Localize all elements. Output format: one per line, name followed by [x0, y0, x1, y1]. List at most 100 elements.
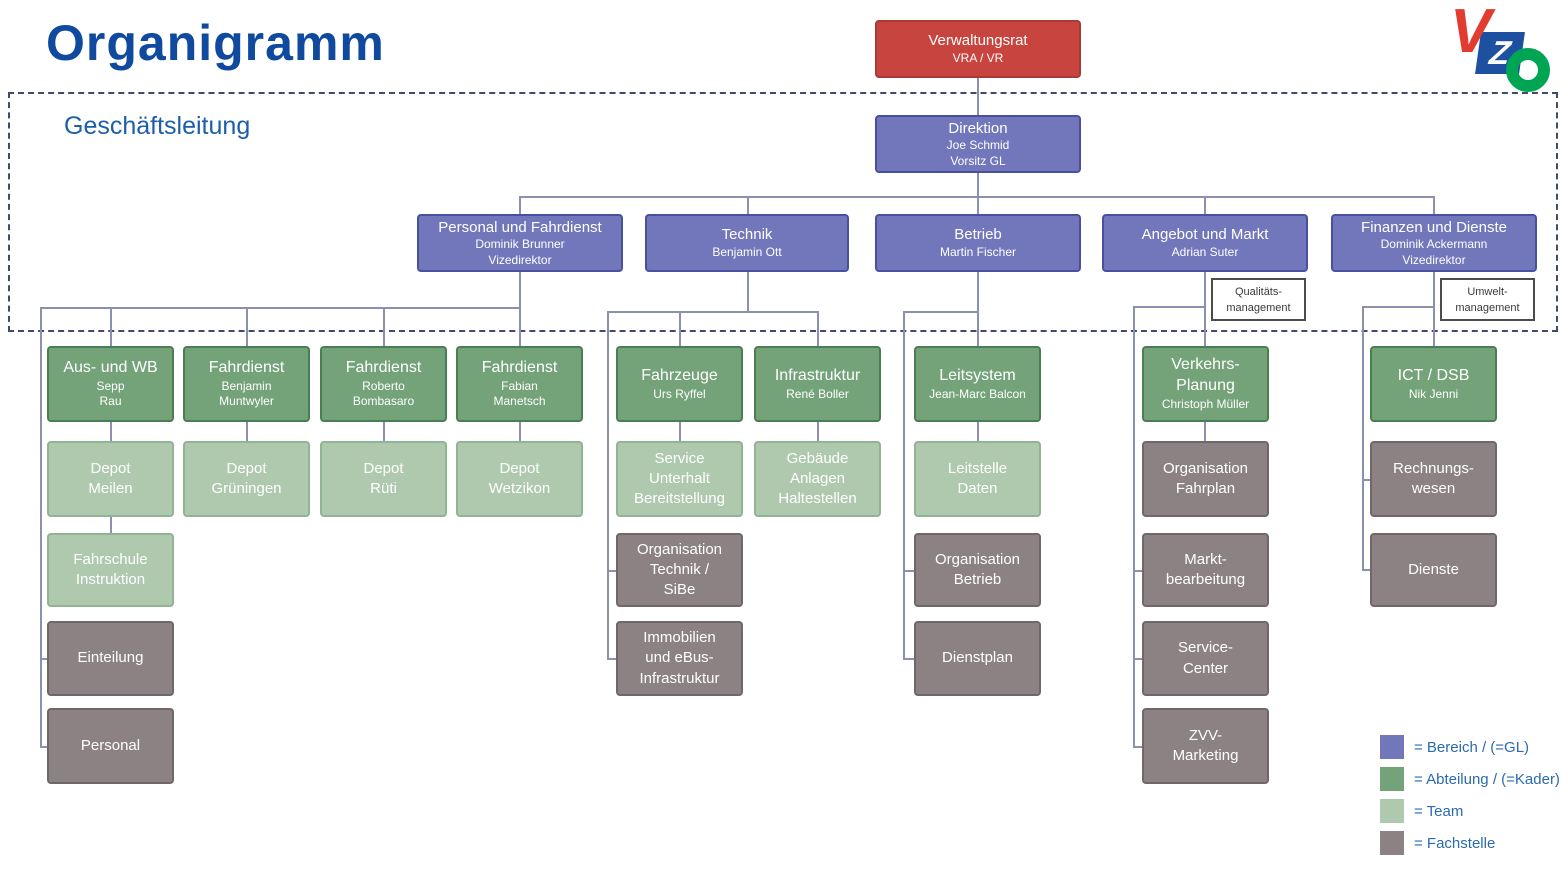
connector — [977, 196, 979, 214]
org-box-fahrschule-instruktion: Fahrschule Instruktion — [47, 533, 174, 607]
connector — [1133, 306, 1205, 308]
geschaeftsleitung-label: Geschäftsleitung — [64, 112, 251, 140]
org-box-zvv-marketing: ZVV- Marketing — [1142, 708, 1269, 784]
org-box-depot-grueningen: Depot Grüningen — [183, 441, 310, 517]
connector — [817, 422, 819, 441]
connector — [40, 658, 49, 660]
box-title: Leitsystem — [939, 366, 1016, 384]
org-box-organisation-betrieb: Organisation Betrieb — [914, 533, 1041, 607]
org-box-rechnungswesen: Rechnungs- wesen — [1370, 441, 1497, 517]
connector — [1204, 272, 1206, 307]
connector — [1433, 306, 1435, 346]
connector — [1204, 306, 1206, 346]
page-title: Organigramm — [46, 15, 385, 71]
connector — [519, 422, 521, 441]
org-box-qualitaetsmanagement: Qualitäts- management — [1211, 278, 1306, 321]
box-title: Umwelt- management — [1455, 285, 1520, 314]
org-box-depot-wetzikon: Depot Wetzikon — [456, 441, 583, 517]
box-title: Rechnungs- wesen — [1393, 459, 1474, 497]
org-box-organisation-technik-sibe: Organisation Technik / SiBe — [616, 533, 743, 607]
legend-label: = Fachstelle — [1414, 834, 1496, 852]
legend-item-fachstelle: = Fachstelle — [1380, 831, 1495, 855]
box-person: Fabian Manetsch — [493, 378, 546, 409]
connector — [607, 658, 618, 660]
connector — [1433, 196, 1435, 214]
connector — [1362, 569, 1371, 571]
connector — [1204, 422, 1206, 441]
connector — [1133, 570, 1143, 572]
org-box-marktbearbeitung: Markt- bearbeitung — [1142, 533, 1269, 607]
box-title: Markt- bearbeitung — [1165, 550, 1246, 588]
box-person: Nik Jenni — [1408, 386, 1459, 401]
connector — [1433, 272, 1435, 307]
box-title: Gebäude Anlagen Haltestellen — [778, 449, 857, 508]
connector — [607, 311, 818, 313]
box-person: Roberto Bombasaro — [352, 378, 415, 409]
box-title: Depot Rüti — [363, 459, 404, 497]
org-box-service-unterhalt-bereitstellung: Service Unterhalt Bereitstellung — [616, 441, 743, 517]
box-title: Fahrschule Instruktion — [73, 550, 148, 588]
connector — [246, 422, 248, 441]
box-title: Service Unterhalt Bereitstellung — [634, 449, 725, 508]
connector — [747, 272, 749, 312]
box-title: Verkehrs- Planung — [1171, 356, 1240, 395]
box-title: Finanzen und Dienste — [1361, 218, 1507, 236]
connector — [607, 311, 609, 658]
connector — [383, 307, 385, 346]
box-title: Service- Center — [1177, 639, 1233, 677]
connector — [903, 311, 905, 658]
connector — [1362, 306, 1434, 308]
box-title: Dienstplan — [942, 649, 1013, 667]
connector — [1362, 479, 1371, 481]
connector — [747, 196, 749, 214]
legend-swatch-team — [1380, 799, 1404, 823]
connector — [977, 311, 979, 346]
connector — [246, 307, 248, 346]
vzo-logo: Z V — [1448, 0, 1560, 93]
connector — [1362, 306, 1364, 569]
connector — [519, 196, 1434, 198]
box-title: Infrastruktur — [774, 366, 861, 384]
connector — [1133, 658, 1143, 660]
box-person: Dominik Ackermann Vizedirektor — [1380, 237, 1488, 267]
box-person: Joe Schmid Vorsitz GL — [946, 138, 1010, 168]
box-person: Benjamin Ott — [712, 244, 782, 259]
box-title: Depot Meilen — [88, 459, 133, 497]
legend-item-bereich: = Bereich / (=GL) — [1380, 735, 1529, 759]
connector — [977, 422, 979, 441]
box-title: Qualitäts- management — [1226, 285, 1291, 314]
connector — [1204, 196, 1206, 214]
org-box-depot-rueti: Depot Rüti — [320, 441, 447, 517]
connector — [383, 422, 385, 441]
box-title: Dienste — [1408, 560, 1459, 578]
box-person: Sepp Rau — [96, 378, 125, 409]
connector — [519, 196, 521, 214]
box-person: Adrian Suter — [1171, 244, 1239, 259]
box-person: René Boller — [786, 386, 849, 401]
connector — [977, 173, 979, 196]
box-title: Organisation Fahrplan — [1162, 459, 1249, 497]
logo-letter-v: V — [1450, 0, 1492, 66]
box-title: Leitstelle Daten — [947, 459, 1008, 497]
connector — [977, 272, 979, 312]
connector — [903, 570, 915, 572]
legend-item-team: = Team — [1380, 799, 1463, 823]
legend-item-abteilung: = Abteilung / (=Kader) — [1380, 767, 1560, 791]
box-person: Martin Fischer — [939, 244, 1016, 259]
box-person: Christoph Müller — [1161, 397, 1250, 411]
legend-label: = Team — [1414, 802, 1464, 820]
org-box-leitstelle-daten: Leitstelle Daten — [914, 441, 1041, 517]
box-title: Fahrdienst — [208, 359, 285, 376]
org-box-einteilung: Einteilung — [47, 621, 174, 696]
connector — [40, 307, 520, 309]
box-subtitle: VRA / VR — [952, 50, 1004, 65]
